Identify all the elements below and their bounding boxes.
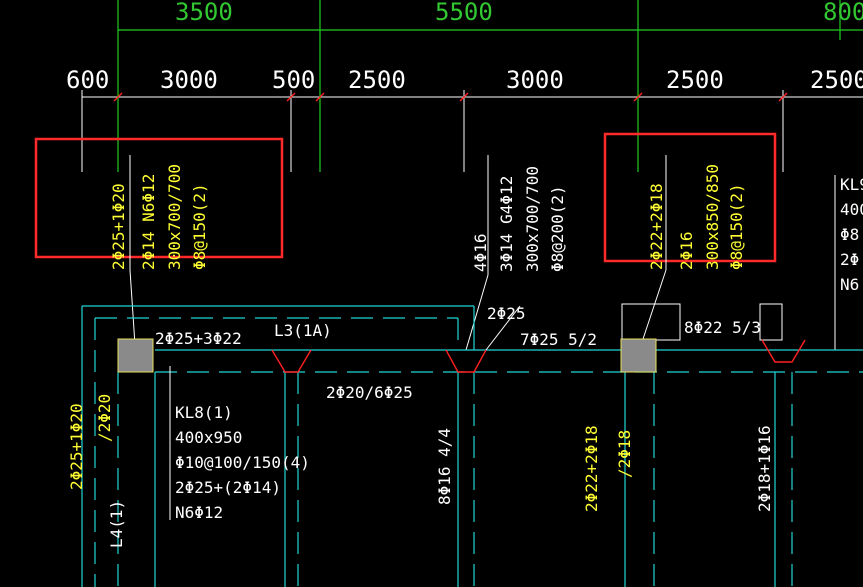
vertical-label: 2Φ25+1Φ20 <box>67 403 86 490</box>
dim-tick <box>286 92 296 102</box>
vertical-label-text: /2Φ20 <box>95 394 114 442</box>
left-box-note: Φ8@150(2) <box>190 183 209 270</box>
vertical-label: 8Φ16 4/4 <box>435 428 454 505</box>
dim-tick <box>113 92 123 102</box>
vertical-label: L4(1) <box>107 500 126 548</box>
beam-label: 2Φ20/6Φ25 <box>326 383 413 402</box>
far-right-note: 2Φ <box>840 250 859 269</box>
mid-note: 300x700/700 <box>523 166 542 272</box>
opening-box <box>621 303 681 341</box>
right-box-note: 300x850/850 <box>703 164 722 270</box>
dim-tick <box>778 92 788 102</box>
highlight-box-right[interactable] <box>603 132 777 263</box>
beam-end-mark <box>271 349 312 373</box>
beam-label: 8Φ22 5/3 <box>684 318 761 337</box>
note-line: 2Φ22+2Φ18 <box>647 183 666 270</box>
top-dim-text: 3500 <box>175 0 233 26</box>
far-right-note: 400 <box>840 200 863 219</box>
note-line: 300x700/700 <box>165 164 184 270</box>
dim-tick <box>633 92 643 102</box>
leader-line <box>485 305 521 351</box>
note-line: 2Φ25+1Φ20 <box>109 183 128 270</box>
highlight-box-left[interactable] <box>34 137 284 259</box>
sub-dim-text: 500 <box>272 66 315 94</box>
left-box-note: 300x700/700 <box>165 164 184 270</box>
far-right-note: Φ8 <box>840 225 859 244</box>
kl8-label: KL8(1) <box>175 403 233 422</box>
beam-end-mark <box>761 339 806 363</box>
opening-box <box>759 303 783 341</box>
note-line: 300x700/700 <box>523 166 542 272</box>
mid-note: 4Φ16 <box>471 233 490 272</box>
beam-label: L3(1A) <box>274 321 332 340</box>
right-box-note: 2Φ22+2Φ18 <box>647 183 666 270</box>
left-box-note: 2Φ14 N6Φ12 <box>139 174 158 270</box>
beam-end-mark <box>445 349 487 373</box>
vertical-label-text: 2Φ18+1Φ16 <box>755 425 774 512</box>
vertical-label: 2Φ18+1Φ16 <box>755 425 774 512</box>
note-line: Φ8@200(2) <box>548 185 567 272</box>
note-line: Φ8@150(2) <box>190 183 209 270</box>
mid-note: Φ8@200(2) <box>548 185 567 272</box>
sub-dim-text: 600 <box>66 66 109 94</box>
vertical-label-text: 2Φ22+2Φ18 <box>582 425 601 512</box>
beam-label: 7Φ25 5/2 <box>520 330 597 349</box>
beam-label: 2Φ25+3Φ22 <box>155 329 242 348</box>
sub-dim-text: 2500 <box>348 66 406 94</box>
vertical-label-text: /2Φ18 <box>615 430 634 478</box>
top-dim-text: 5500 <box>435 0 493 26</box>
leader-line <box>639 269 667 349</box>
column-block[interactable] <box>117 338 154 373</box>
sub-dim-text: 3000 <box>160 66 218 94</box>
kl8-label: 400x950 <box>175 428 242 447</box>
vertical-label: /2Φ18 <box>615 430 634 478</box>
kl8-label: N6Φ12 <box>175 503 223 522</box>
sub-dim-text: 2500 <box>666 66 724 94</box>
sub-dim-text: 2500 <box>810 66 863 94</box>
right-box-note: 2Φ16 <box>677 231 696 270</box>
note-line: 300x850/850 <box>703 164 722 270</box>
kl8-label: 2Φ25+(2Φ14) <box>175 478 281 497</box>
left-box-note: 2Φ25+1Φ20 <box>109 183 128 270</box>
vertical-label: /2Φ20 <box>95 394 114 442</box>
mid-note: 3Φ14 G4Φ12 <box>497 176 516 272</box>
note-line: 3Φ14 G4Φ12 <box>497 176 516 272</box>
beam-label: 2Φ25 <box>487 304 526 323</box>
note-line: Φ8@150(2) <box>727 183 746 270</box>
vertical-label: 2Φ22+2Φ18 <box>582 425 601 512</box>
kl8-label: Φ10@100/150(4) <box>175 453 310 472</box>
note-line: 2Φ16 <box>677 231 696 270</box>
sub-dim-text: 3000 <box>506 66 564 94</box>
column-block[interactable] <box>620 338 657 373</box>
vertical-label-text: 2Φ25+1Φ20 <box>67 403 86 490</box>
dim-tick <box>459 92 469 102</box>
leader-line <box>465 274 489 351</box>
leader-line <box>129 269 136 346</box>
vertical-label-text: L4(1) <box>107 500 126 548</box>
vertical-label-text: 8Φ16 4/4 <box>435 428 454 505</box>
far-right-note: N6 <box>840 275 859 294</box>
top-dim-text: 800 <box>823 0 863 26</box>
right-box-note: Φ8@150(2) <box>727 183 746 270</box>
note-line: 2Φ14 N6Φ12 <box>139 174 158 270</box>
dim-tick <box>315 92 325 102</box>
far-right-note: KL9 <box>840 175 863 194</box>
note-line: 4Φ16 <box>471 233 490 272</box>
